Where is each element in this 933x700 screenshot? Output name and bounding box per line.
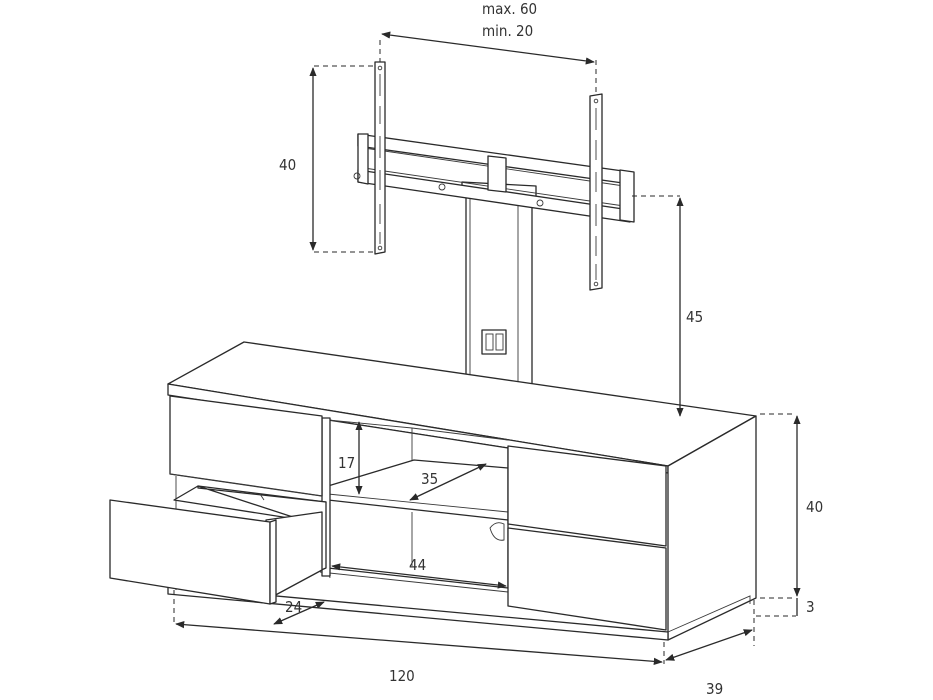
label-stand-height: 45	[686, 308, 703, 326]
label-total-width: 120	[389, 667, 415, 685]
label-plinth-height: 3	[806, 598, 815, 616]
cable-outlet-icon	[481, 329, 507, 355]
label-bracket-height: 40	[279, 156, 296, 174]
label-drawer-depth: 24	[285, 598, 302, 616]
tv-wall-mount	[353, 61, 635, 386]
label-shelf-depth: 35	[421, 470, 438, 488]
label-inner-width: 44	[409, 556, 426, 574]
dimension-labels: max. 60 min. 20 40 45 17 35 44 24 40 3 1…	[279, 0, 823, 698]
tv-cabinet	[109, 341, 757, 641]
label-cabinet-height: 40	[806, 498, 823, 516]
label-width-min: min. 20	[482, 22, 533, 40]
dimension-lines	[173, 31, 801, 665]
label-total-depth: 39	[706, 680, 723, 698]
label-width-max: max. 60	[482, 0, 537, 18]
label-shelf-height: 17	[338, 454, 355, 472]
